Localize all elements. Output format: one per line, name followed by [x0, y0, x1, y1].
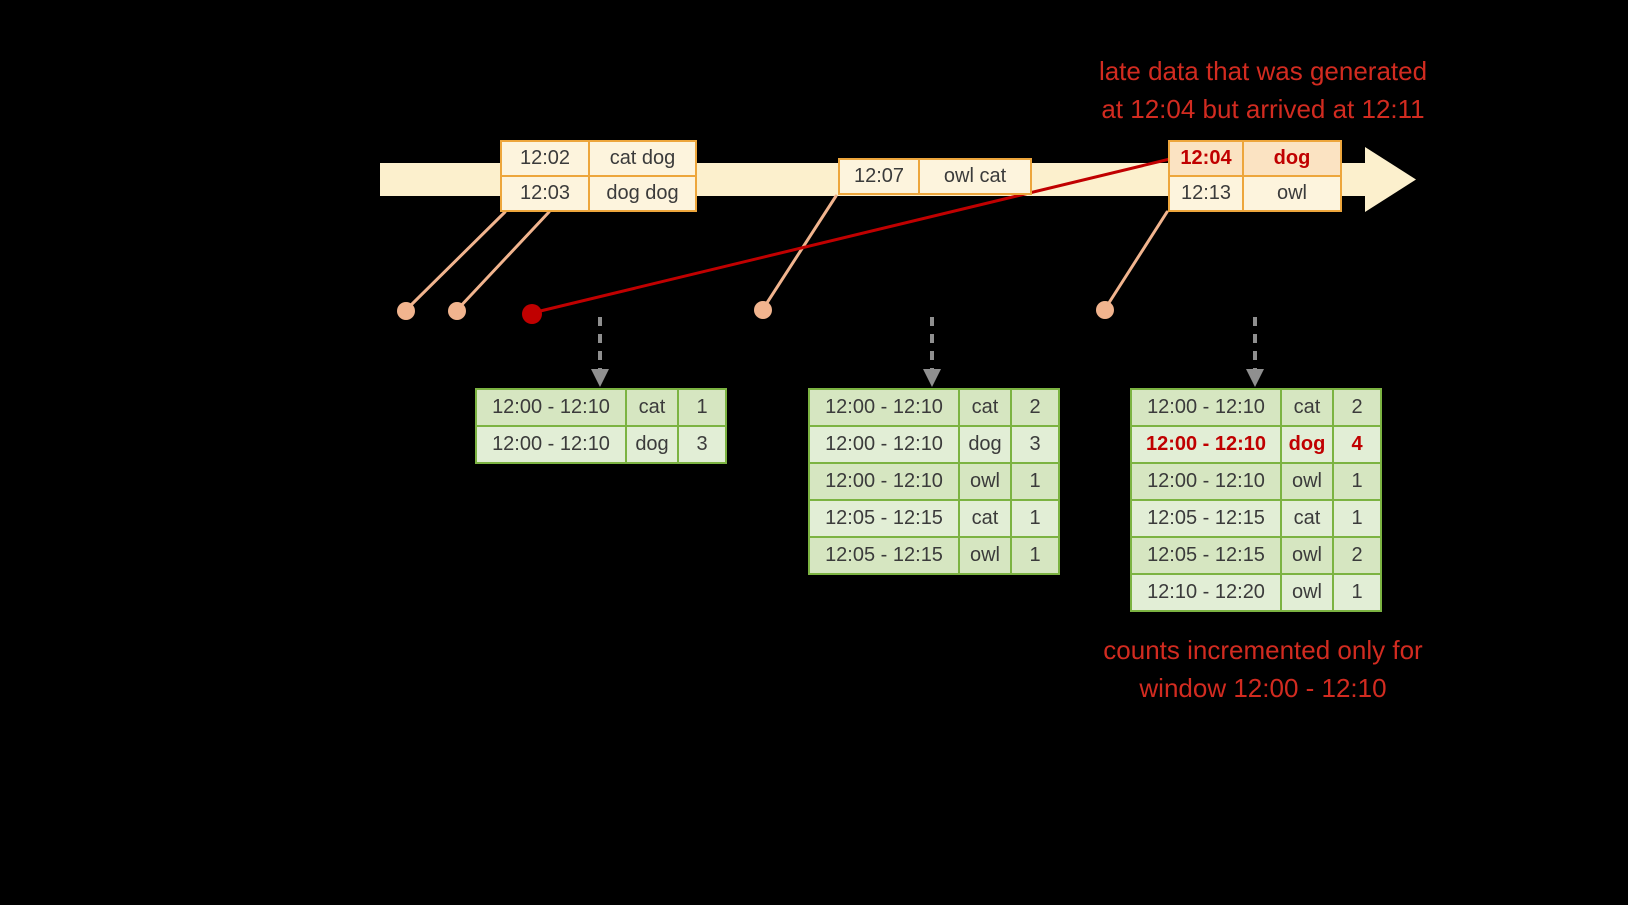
table-row: 12:00 - 12:10 owl 1: [810, 464, 1058, 499]
result-trigger-arrowhead: [923, 369, 941, 387]
word-cell: cat: [960, 390, 1010, 425]
count-cell: 1: [1012, 501, 1058, 536]
result-table-2: 12:00 - 12:10 cat 2 12:00 - 12:10 dog 3 …: [808, 388, 1060, 575]
window-cell: 12:05 - 12:15: [810, 538, 958, 573]
event-row: 12:13 owl: [1170, 177, 1340, 210]
word-cell: cat: [1282, 501, 1332, 536]
table-row: 12:00 - 12:10 cat 2: [810, 390, 1058, 425]
table-row: 12:05 - 12:15 owl 1: [810, 538, 1058, 573]
table-row: 12:00 - 12:10 owl 1: [1132, 464, 1380, 499]
result-table-3: 12:00 - 12:10 cat 2 12:00 - 12:10 dog 4 …: [1130, 388, 1382, 612]
count-cell: 4: [1334, 427, 1380, 462]
event-words-cell: cat dog: [590, 142, 695, 175]
late-data-line: [530, 157, 1172, 315]
word-cell: cat: [1282, 390, 1332, 425]
count-cell: 2: [1012, 390, 1058, 425]
window-cell: 12:00 - 12:10: [477, 390, 625, 425]
counts-annotation: counts incremented only for window 12:00…: [1033, 631, 1493, 707]
event-words-cell: dog dog: [590, 177, 695, 210]
word-cell: dog: [960, 427, 1010, 462]
table-row-updated: 12:00 - 12:10 dog 4: [1132, 427, 1380, 462]
count-cell: 1: [1012, 464, 1058, 499]
word-cell: owl: [960, 464, 1010, 499]
result-trigger-arrowhead: [1246, 369, 1264, 387]
count-cell: 1: [1334, 464, 1380, 499]
event-dot: [1096, 301, 1114, 319]
event-dot: [397, 302, 415, 320]
event-time-cell: 12:02: [502, 142, 588, 175]
event-connector-line: [455, 210, 551, 312]
timeline-arrowhead: [1365, 147, 1416, 212]
count-cell: 3: [679, 427, 725, 462]
window-cell: 12:00 - 12:10: [810, 427, 958, 462]
count-cell: 1: [1012, 538, 1058, 573]
event-words-cell: owl: [1244, 177, 1340, 210]
word-cell: owl: [1282, 464, 1332, 499]
event-time-cell: 12:13: [1170, 177, 1242, 210]
table-row: 12:05 - 12:15 cat 1: [1132, 501, 1380, 536]
late-data-annotation: late data that was generated at 12:04 bu…: [1033, 52, 1493, 128]
event-words-cell: owl cat: [920, 160, 1030, 193]
word-cell: dog: [627, 427, 677, 462]
event-row: 12:02 cat dog: [502, 142, 695, 175]
late-data-annotation-line2: at 12:04 but arrived at 12:11: [1101, 94, 1425, 124]
table-row: 12:05 - 12:15 cat 1: [810, 501, 1058, 536]
word-cell: owl: [960, 538, 1010, 573]
table-row: 12:00 - 12:10 cat 2: [1132, 390, 1380, 425]
window-cell: 12:05 - 12:15: [810, 501, 958, 536]
word-cell: cat: [960, 501, 1010, 536]
window-cell: 12:10 - 12:20: [1132, 575, 1280, 610]
table-row: 12:05 - 12:15 owl 2: [1132, 538, 1380, 573]
event-box-1: 12:02 cat dog 12:03 dog dog: [500, 140, 697, 212]
event-connector-line: [404, 210, 507, 312]
counts-annotation-line1: counts incremented only for: [1103, 635, 1423, 665]
word-cell: owl: [1282, 575, 1332, 610]
event-dot: [754, 301, 772, 319]
count-cell: 2: [1334, 538, 1380, 573]
table-row: 12:10 - 12:20 owl 1: [1132, 575, 1380, 610]
event-time-cell: 12:04: [1170, 142, 1242, 175]
event-time-cell: 12:07: [840, 160, 918, 193]
window-cell: 12:00 - 12:10: [1132, 390, 1280, 425]
window-cell: 12:00 - 12:10: [810, 464, 958, 499]
count-cell: 1: [1334, 501, 1380, 536]
event-time-cell: 12:03: [502, 177, 588, 210]
event-connector-line: [761, 194, 838, 311]
window-cell: 12:00 - 12:10: [810, 390, 958, 425]
late-event-row: 12:04 dog: [1170, 142, 1340, 175]
counts-annotation-line2: window 12:00 - 12:10: [1139, 673, 1387, 703]
word-cell: cat: [627, 390, 677, 425]
result-trigger-arrowhead: [591, 369, 609, 387]
event-row: 12:03 dog dog: [502, 177, 695, 210]
window-cell: 12:05 - 12:15: [1132, 538, 1280, 573]
event-box-3: 12:04 dog 12:13 owl: [1168, 140, 1342, 212]
table-row: 12:00 - 12:10 cat 1: [477, 390, 725, 425]
word-cell: dog: [1282, 427, 1332, 462]
count-cell: 3: [1012, 427, 1058, 462]
count-cell: 2: [1334, 390, 1380, 425]
event-connector-line: [1103, 210, 1169, 311]
table-row: 12:00 - 12:10 dog 3: [810, 427, 1058, 462]
result-table-1: 12:00 - 12:10 cat 1 12:00 - 12:10 dog 3: [475, 388, 727, 464]
count-cell: 1: [679, 390, 725, 425]
window-cell: 12:00 - 12:10: [1132, 427, 1280, 462]
event-dot: [448, 302, 466, 320]
event-row: 12:07 owl cat: [840, 160, 1030, 193]
late-event-dot: [522, 304, 542, 324]
window-cell: 12:00 - 12:10: [477, 427, 625, 462]
word-cell: owl: [1282, 538, 1332, 573]
count-cell: 1: [1334, 575, 1380, 610]
late-data-annotation-line1: late data that was generated: [1098, 56, 1428, 86]
window-cell: 12:00 - 12:10: [1132, 464, 1280, 499]
table-row: 12:00 - 12:10 dog 3: [477, 427, 725, 462]
event-box-2: 12:07 owl cat: [838, 158, 1032, 195]
event-words-cell: dog: [1244, 142, 1340, 175]
window-cell: 12:05 - 12:15: [1132, 501, 1280, 536]
